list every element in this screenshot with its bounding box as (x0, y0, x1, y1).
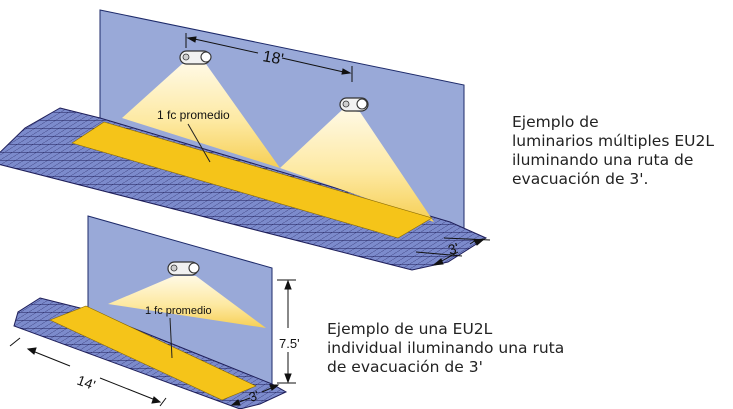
spacing-label: 18' (261, 48, 284, 68)
caption-line: de evacuación de 3' (327, 358, 483, 376)
path-width-dimension (230, 384, 280, 406)
egress-path (71, 121, 433, 239)
path-width-label: 3' (446, 239, 461, 257)
multi-fixture-caption: Ejemplo de luminarios múltiples EU2L ilu… (512, 113, 714, 189)
height-dimension (277, 279, 296, 384)
caption-line: evacuación de 3'. (512, 170, 649, 188)
caption-line: luminarios múltiples EU2L (512, 132, 714, 150)
light-cone (108, 276, 266, 328)
path-width-label: 3' (247, 387, 261, 404)
luminaire-2-icon (339, 97, 369, 112)
label-leader-line (169, 317, 173, 359)
caption-line: iluminando una ruta de (512, 151, 694, 169)
egress-path (49, 305, 257, 401)
average-illuminance-label: 1 fc promedio (145, 305, 212, 317)
luminaire-1-icon (179, 50, 212, 65)
average-illuminance-label: 1 fc promedio (157, 108, 230, 122)
light-cone-2 (280, 110, 434, 222)
light-cone-1 (122, 64, 280, 168)
length-label: 14' (75, 372, 98, 393)
caption-line: Ejemplo de una EU2L (327, 320, 493, 338)
caption-line: Ejemplo de (512, 113, 599, 131)
height-label: 7.5' (279, 336, 300, 351)
length-dimension (9, 337, 167, 407)
caption-line: individual iluminando una ruta (327, 339, 565, 357)
spacing-dimension (185, 33, 353, 82)
multi-fixture-diagram: 18' 1 fc promedio 3' (0, 9, 491, 271)
luminaire-icon (167, 261, 200, 276)
label-leader-line (187, 123, 211, 163)
path-width-dimension (415, 237, 491, 266)
single-fixture-caption: Ejemplo de una EU2L individual iluminand… (327, 320, 564, 377)
single-fixture-diagram: 1 fc promedio 7.5' 14' 3' (9, 215, 300, 409)
